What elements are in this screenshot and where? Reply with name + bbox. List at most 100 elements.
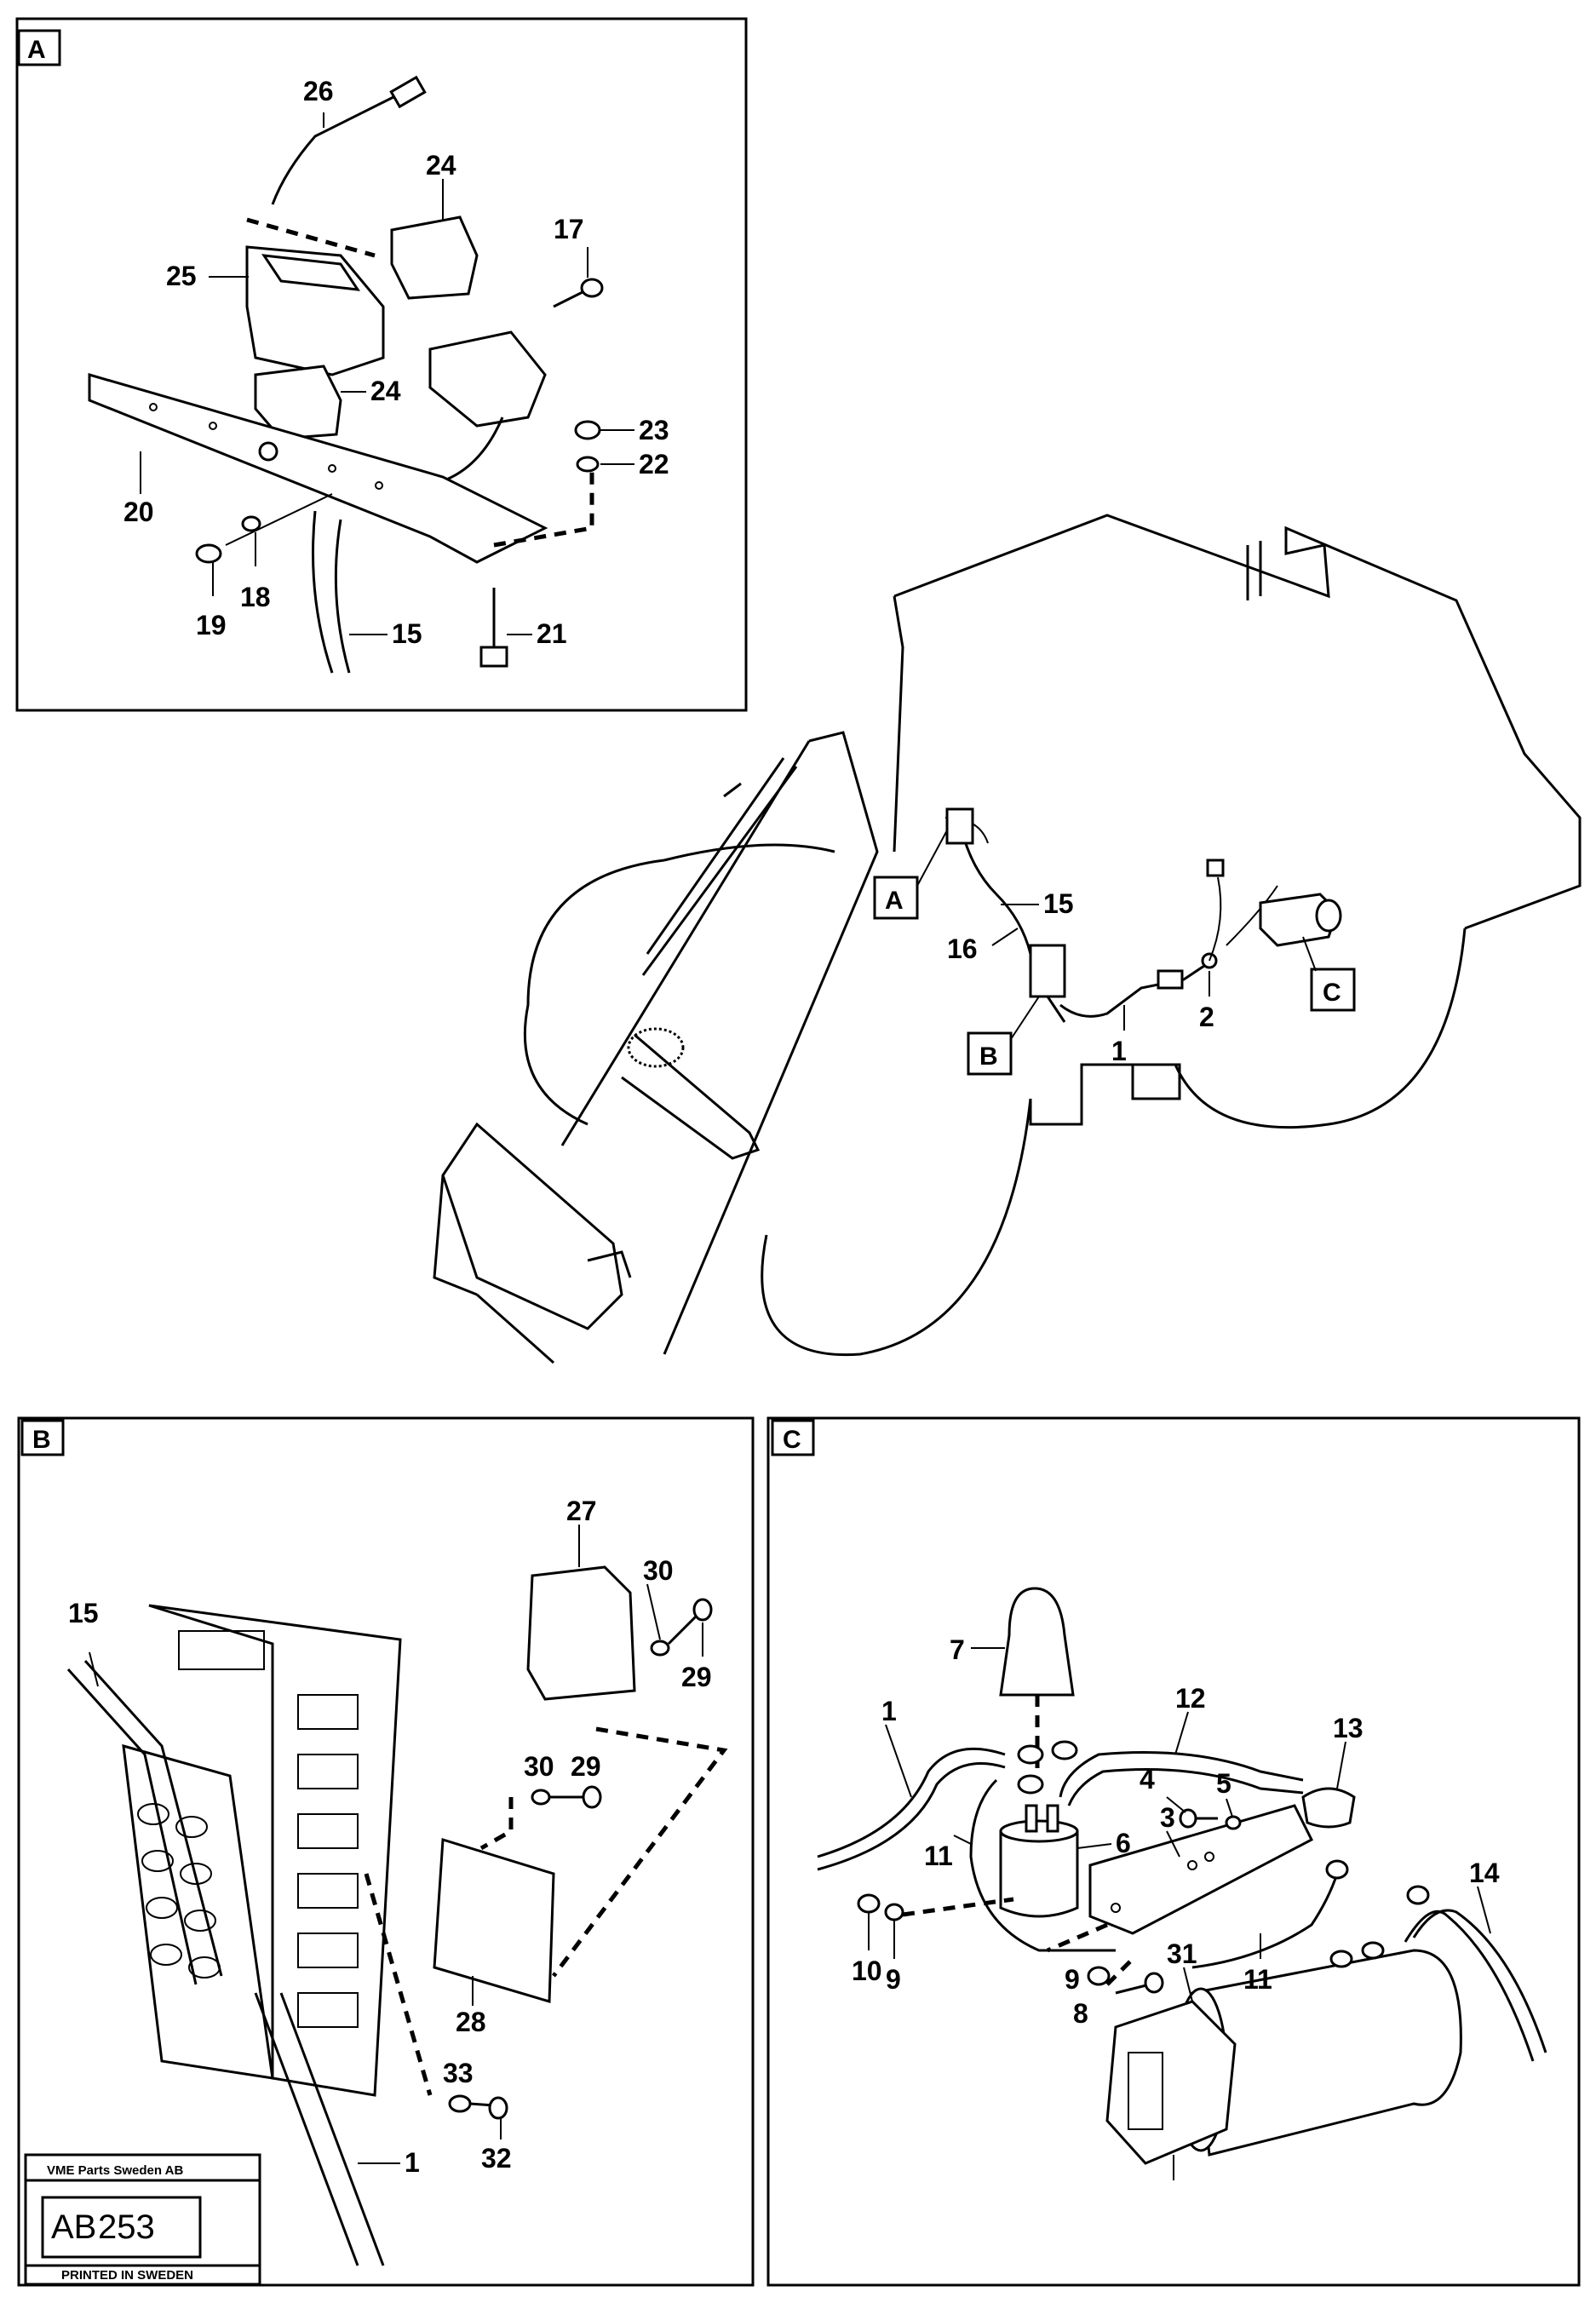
nut-19 [195, 543, 222, 564]
label-m16: 16 [947, 933, 978, 964]
wire-1-a [817, 1747, 1006, 1858]
bracket-hole-4 [375, 481, 383, 490]
machine-view: A B C 15 16 1 2 [433, 514, 1582, 1364]
inline-connector [1157, 969, 1184, 990]
stud-axis [225, 493, 333, 546]
wire-11-mid [1191, 1873, 1339, 1969]
label-c5: 5 [1216, 1768, 1231, 1799]
linkage-joint [587, 1250, 632, 1278]
screw-32-head [488, 2096, 508, 2120]
wire-11-left [969, 1778, 1116, 1952]
leader-4 [1166, 1796, 1186, 1813]
front-wheel-top [663, 843, 835, 862]
panel-a-tag-box [17, 29, 61, 66]
washer-5 [1225, 1815, 1242, 1830]
label-c6: 6 [1116, 1828, 1131, 1858]
label-b29-top: 29 [681, 1662, 712, 1692]
coil-end [1315, 899, 1342, 933]
washer-18 [241, 515, 261, 532]
label-c8: 8 [1073, 1998, 1088, 2029]
callout-c-leader [1302, 936, 1317, 972]
cab-outline [893, 514, 1582, 930]
connector-26 [389, 75, 427, 109]
callout-b-box [967, 1031, 1013, 1076]
label-c13: 13 [1333, 1713, 1363, 1743]
label-26: 26 [303, 76, 334, 106]
fuse-slot-6 [297, 1933, 359, 1968]
bucket-link [441, 1122, 623, 1330]
leader-3 [1166, 1830, 1180, 1858]
fuse-cover [122, 1743, 274, 2080]
label-b27: 27 [566, 1496, 597, 1526]
label-c7: 7 [950, 1634, 965, 1665]
bolt-21-head [479, 646, 508, 668]
label-15-a: 15 [392, 618, 422, 649]
callout-a: A [885, 887, 904, 915]
bracket-stud [258, 441, 278, 462]
panel-a-tag: A [27, 36, 46, 64]
wire-12-a [1059, 1751, 1304, 1798]
dash-b1 [552, 1726, 728, 1978]
label-b28: 28 [456, 2007, 486, 2037]
leader-14 [1477, 1886, 1491, 1934]
fuse-slot-1 [178, 1630, 265, 1670]
plate-28 [433, 1838, 555, 2003]
bolt-4-head [1179, 1808, 1197, 1829]
dash-c3 [1047, 1922, 1108, 1953]
front-wheel-right [761, 1098, 1032, 1357]
wire-12-b [1067, 1768, 1304, 1806]
label-c1: 1 [881, 1696, 897, 1726]
wire-1-b [817, 1762, 1006, 1871]
bracket-hole-3 [328, 464, 336, 473]
label-19: 19 [196, 610, 227, 640]
bracket-hole-2 [209, 422, 217, 430]
leader-5 [1226, 1798, 1233, 1818]
leader-13 [1336, 1741, 1346, 1789]
fuse-slot-3 [297, 1754, 359, 1789]
title-printed: PRINTED IN SWEDEN [61, 2268, 193, 2283]
wire-26 [271, 92, 401, 205]
label-17: 17 [554, 214, 584, 244]
dash-c2 [902, 1897, 1014, 1917]
panel-b-tag: B [32, 1426, 51, 1454]
bucket-arm [476, 1293, 554, 1364]
cable-15-a [312, 510, 334, 674]
cover-ovals [137, 1803, 221, 1979]
callout-a-box [873, 876, 919, 920]
label-b32: 32 [481, 2143, 512, 2174]
title-code-number: 253 [98, 2208, 155, 2246]
title-code-prefix: AB [51, 2208, 96, 2246]
callout-a-leader [916, 830, 948, 887]
title-block-frame [24, 2153, 261, 2286]
label-c11-mid: 11 [1243, 1964, 1272, 1995]
label-b15: 15 [68, 1598, 99, 1628]
bolt-17-head [580, 278, 604, 298]
label-24-top: 24 [426, 150, 456, 181]
fuse-slot-2 [297, 1694, 359, 1730]
bracket-20 [88, 373, 548, 564]
nut-23 [574, 420, 601, 440]
harness-lower [1059, 961, 1210, 1018]
relay-24-top [390, 215, 479, 300]
cable-1-b [279, 1992, 385, 2266]
rear-wheel [1029, 928, 1467, 1129]
cab-front [893, 595, 904, 853]
label-m15: 15 [1043, 888, 1074, 919]
leader-m16 [991, 928, 1019, 946]
panel-c-tag-box [771, 1419, 815, 1456]
fuse-slot-4 [297, 1813, 359, 1849]
callout-b-leader [1010, 996, 1040, 1040]
bracket-3 [1088, 1804, 1313, 1935]
panel-a: A [15, 17, 748, 712]
label-18: 18 [240, 582, 271, 612]
label-c9-left: 9 [886, 1964, 901, 1995]
callout-c: C [1323, 979, 1341, 1007]
dash-b3 [364, 1873, 433, 2096]
panel-b-tag-box [20, 1419, 65, 1456]
dash-a1 [246, 217, 376, 258]
fuse-board [148, 1604, 402, 2097]
wire-bundle-2 [66, 1668, 198, 1985]
washer-9-mid [1087, 1966, 1111, 1986]
washer-22 [576, 456, 600, 473]
step [1131, 1063, 1181, 1100]
